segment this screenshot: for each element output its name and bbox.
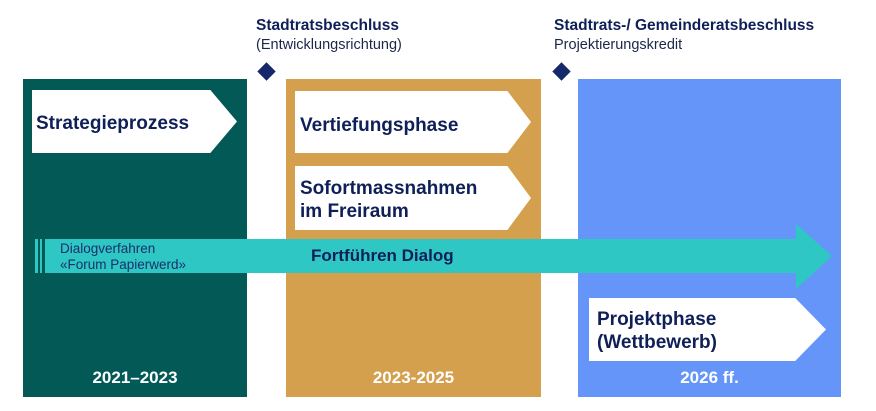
- milestone-stadtratsbeschluss-subtitle: (Entwicklungsrichtung): [256, 37, 402, 53]
- step-projektphase-label-line2: (Wettbewerb): [597, 332, 717, 353]
- step-projektphase-label-line1: Projektphase: [597, 309, 717, 330]
- step-sofortmassnahmen: [295, 166, 531, 230]
- phase-period-label: 2021–2023: [92, 368, 178, 387]
- dialog-continuation-label: Fortführen Dialog: [311, 246, 454, 265]
- step-sofortmassnahmen-label-line2: im Freiraum: [300, 201, 409, 222]
- dialog-start-label-line1: Dialogverfahren: [60, 241, 156, 256]
- step-vertiefungsphase: [295, 91, 531, 153]
- milestone-stadtratsbeschluss-title: Stadtratsbeschluss: [256, 17, 399, 34]
- step-projektphase: [589, 298, 826, 361]
- phase-period-label: 2023-2025: [372, 368, 455, 387]
- step-strategieprozess-label: Strategieprozess: [36, 113, 190, 134]
- milestone-gemeinderatsbeschluss-subtitle: Projektierungskredit: [554, 37, 683, 53]
- step-strategieprozess: [32, 90, 237, 153]
- step-vertiefungsphase-label: Vertiefungsphase: [300, 115, 459, 136]
- dialog-start-label-line2: «Forum Papierwerd»: [60, 257, 187, 272]
- milestone-gemeinderatsbeschluss-title: Stadtrats-/ Gemeinderatsbeschluss: [554, 17, 815, 34]
- phase-period-label: 2026 ff.: [680, 368, 739, 387]
- step-sofortmassnahmen-label-line1: Sofortmassnahmen: [300, 178, 478, 199]
